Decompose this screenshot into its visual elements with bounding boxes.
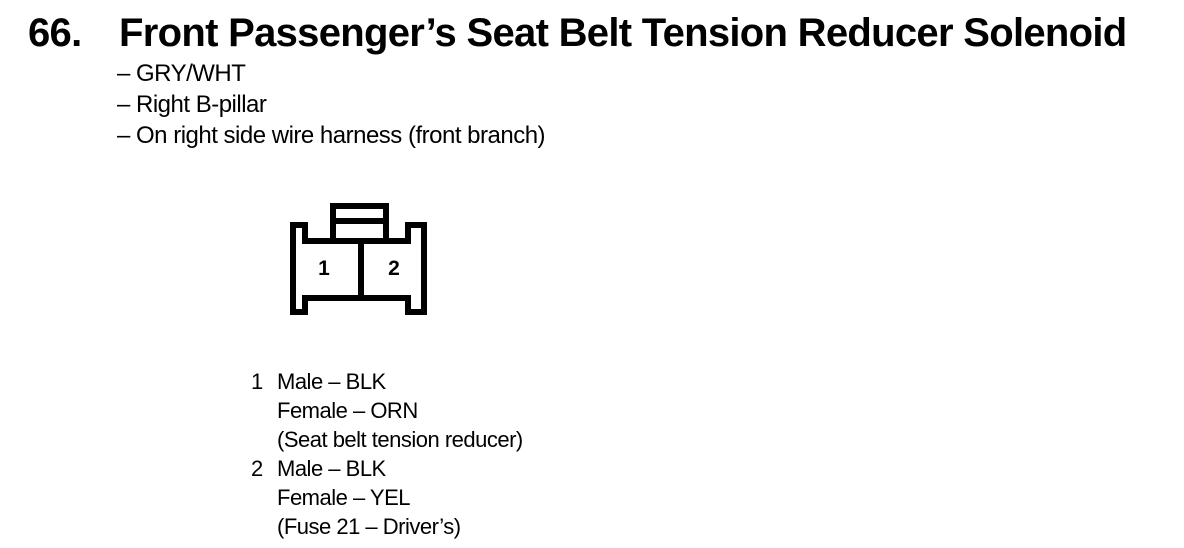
connector-outline — [290, 222, 427, 315]
cavity-1-label: 1 — [318, 257, 330, 280]
pin-2-destination: (Fuse 21 – Driver’s) — [277, 514, 461, 539]
pin-1-destination: (Seat belt tension reducer) — [277, 427, 523, 452]
legend-row-pin-2: 2 Male – BLK Female – YEL (Fuse 21 – Dri… — [251, 454, 523, 541]
legend-pin-1-number: 1 — [251, 369, 263, 394]
detail-list: – GRY/WHT – Right B-pillar – On right si… — [117, 58, 546, 151]
pin-1-male-wire: Male – BLK — [277, 369, 386, 394]
pin-legend: 1 Male – BLK Female – ORN (Seat belt ten… — [251, 367, 523, 541]
connector-diagram: 1 2 — [290, 203, 427, 315]
detail-item-location: – Right B-pillar — [117, 91, 267, 118]
cavity-2-label: 2 — [388, 257, 400, 280]
detail-item-harness: – On right side wire harness (front bran… — [117, 122, 546, 149]
legend-pin-1-lines: Male – BLK Female – ORN (Seat belt tensi… — [277, 367, 523, 454]
legend-pin-2-lines: Male – BLK Female – YEL (Fuse 21 – Drive… — [277, 454, 461, 541]
page-title: Front Passenger’s Seat Belt Tension Redu… — [119, 11, 1127, 55]
pin-2-male-wire: Male – BLK — [277, 456, 386, 481]
pin-1-female-wire: Female – ORN — [277, 398, 418, 423]
legend-row-pin-1: 1 Male – BLK Female – ORN (Seat belt ten… — [251, 367, 523, 454]
pin-2-female-wire: Female – YEL — [277, 485, 411, 510]
legend-pin-2-number: 2 — [251, 456, 263, 481]
section-number: 66. — [28, 11, 82, 55]
detail-item-wire-color: – GRY/WHT — [117, 60, 246, 87]
